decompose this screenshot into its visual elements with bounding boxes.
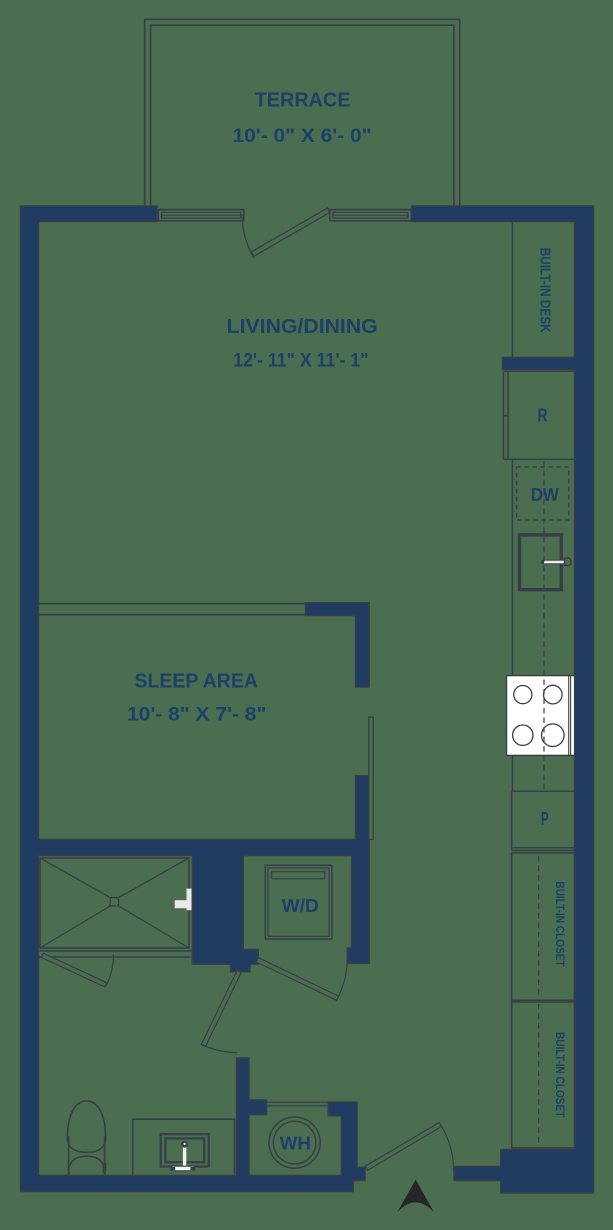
svg-text:LIVING/DINING: LIVING/DINING bbox=[227, 316, 378, 338]
svg-text:P: P bbox=[541, 808, 549, 829]
svg-text:W/D: W/D bbox=[282, 895, 319, 916]
svg-text:12'- 11" X 11'- 1": 12'- 11" X 11'- 1" bbox=[233, 350, 368, 372]
svg-text:BUILT-IN CLOSET: BUILT-IN CLOSET bbox=[553, 1032, 565, 1117]
svg-text:BUILT-IN CLOSET: BUILT-IN CLOSET bbox=[553, 881, 565, 966]
svg-text:10'- 0" X 6'- 0": 10'- 0" X 6'- 0" bbox=[233, 125, 372, 147]
svg-text:R: R bbox=[538, 405, 548, 426]
svg-text:DW: DW bbox=[531, 484, 560, 505]
svg-text:BUILT-IN DESK: BUILT-IN DESK bbox=[536, 248, 552, 333]
svg-text:WH: WH bbox=[280, 1133, 311, 1154]
svg-text:10'- 8" X 7'- 8": 10'- 8" X 7'- 8" bbox=[127, 703, 266, 725]
svg-text:TERRACE: TERRACE bbox=[255, 88, 351, 111]
svg-text:SLEEP AREA: SLEEP AREA bbox=[134, 671, 258, 693]
